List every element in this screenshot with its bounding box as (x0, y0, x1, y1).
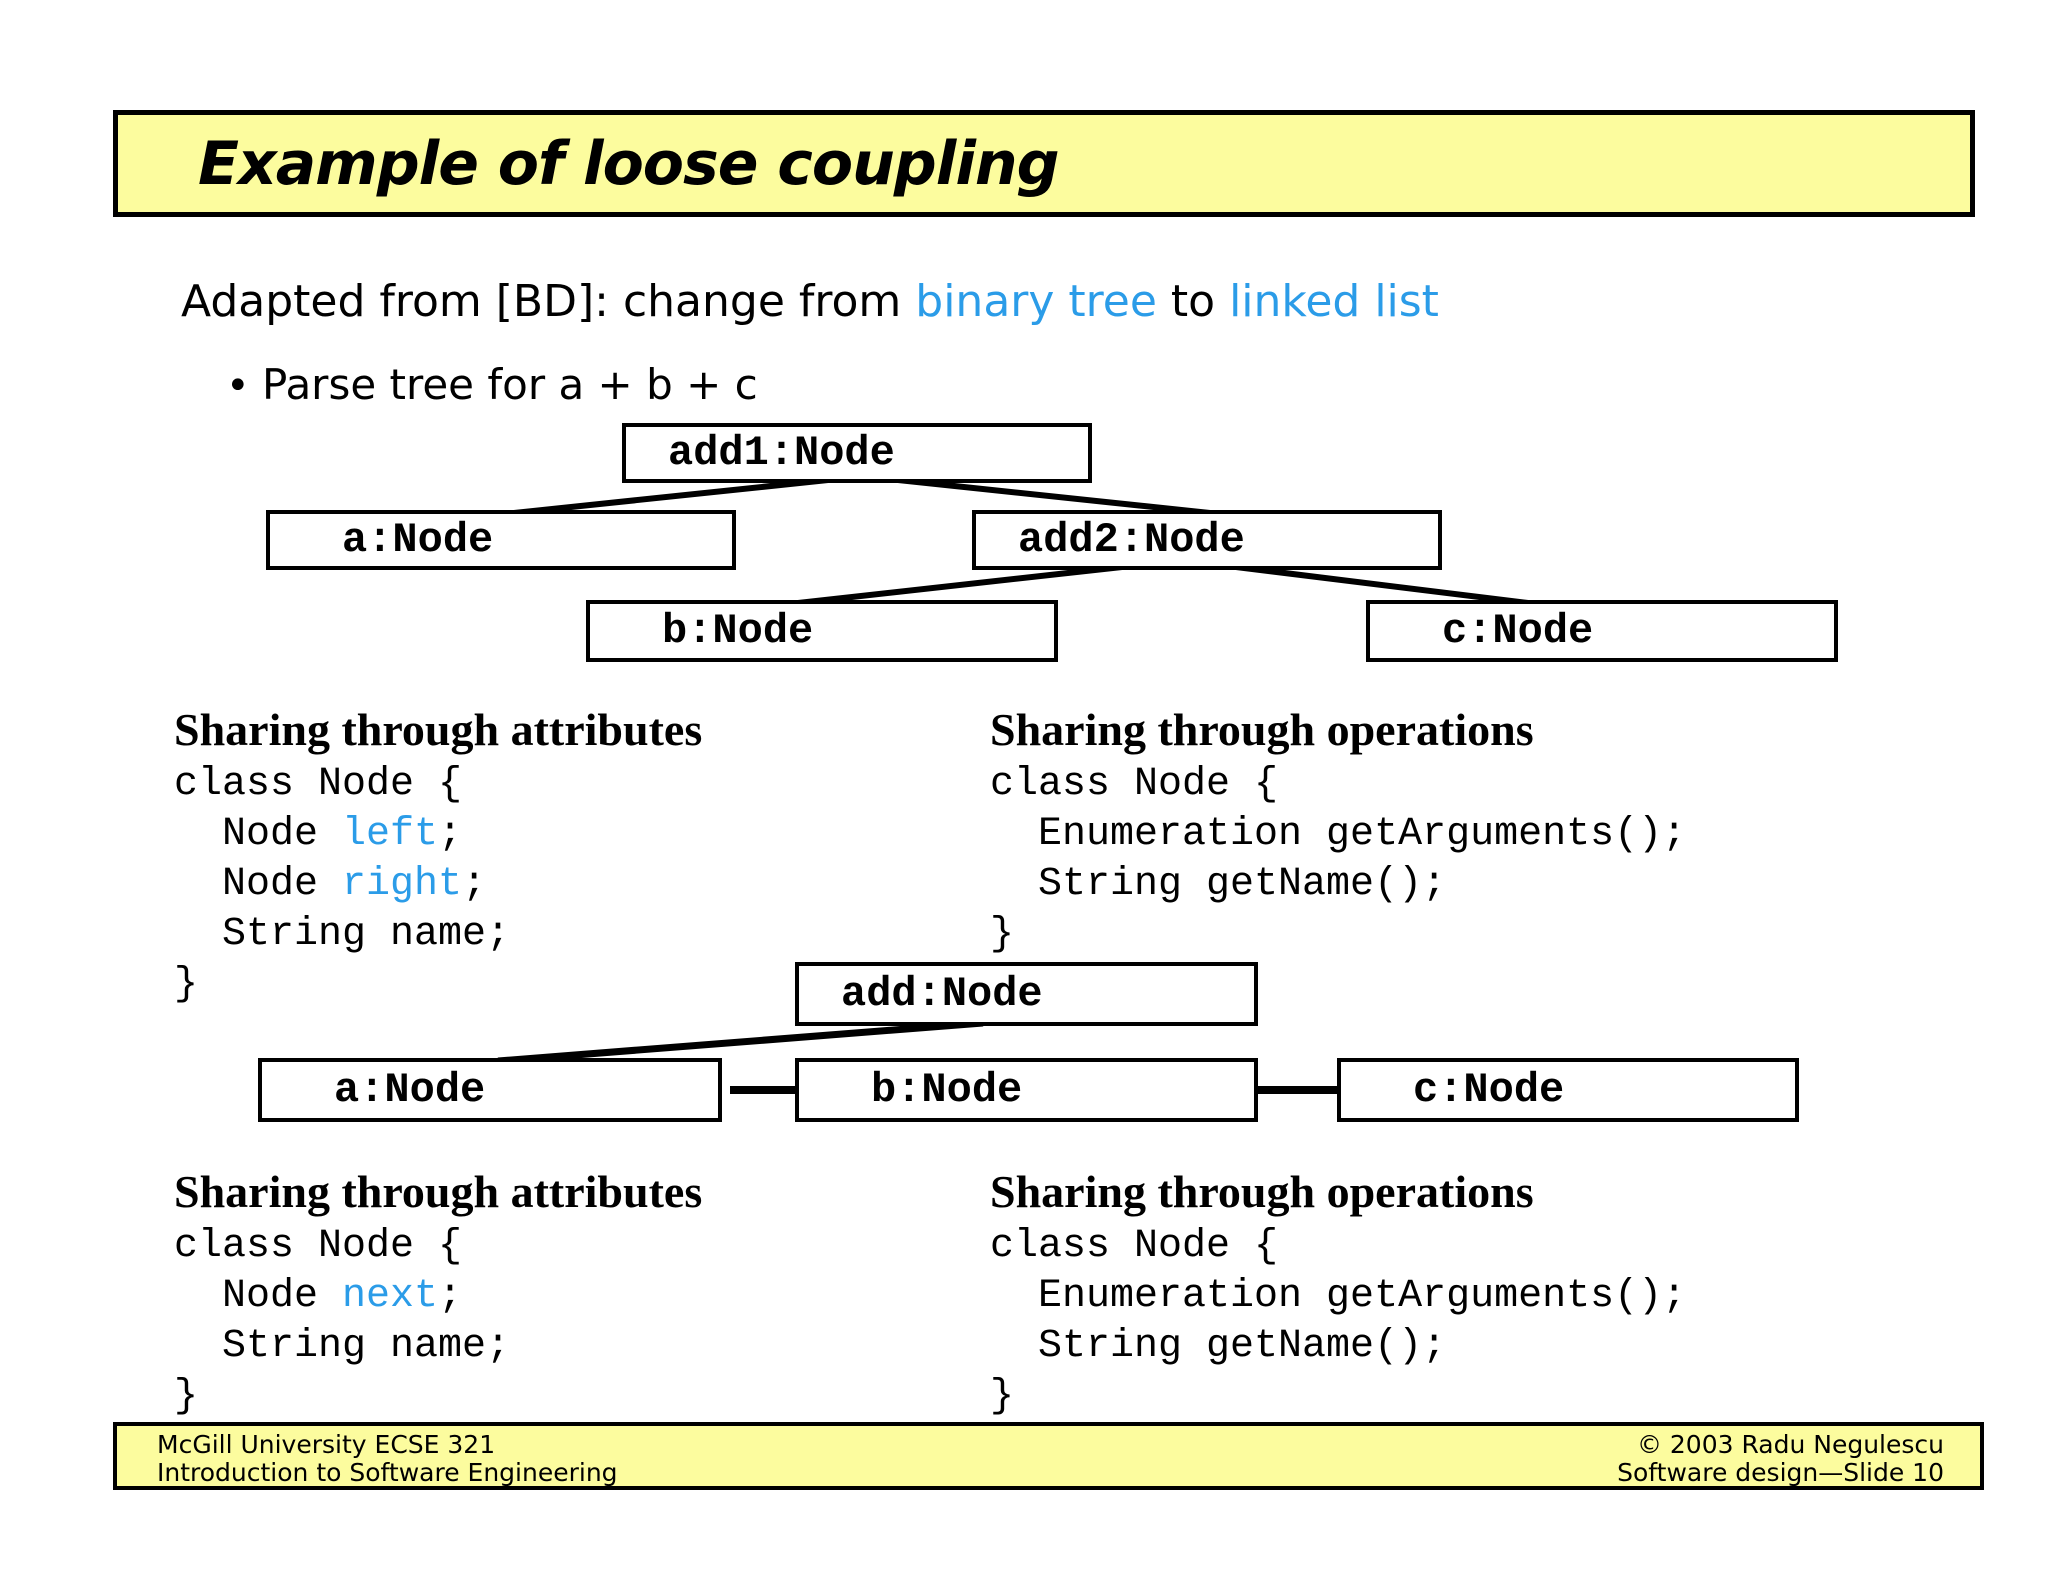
intro-text-2: to (1156, 276, 1230, 327)
intro-text-1: Adapted from [BD]: change from (181, 276, 916, 327)
section-heading: Sharing through attributes (174, 704, 703, 755)
list-node-b: b:Node (795, 1058, 1258, 1122)
tree-node-a: a:Node (266, 510, 736, 570)
intro-highlight-linked-list: linked list (1229, 276, 1439, 327)
section-heading: Sharing through operations (990, 1166, 1534, 1217)
bullet-text: Parse tree for a + b + c (262, 360, 758, 409)
code-line: String getName(); (990, 862, 1447, 907)
code-line: class Node { (990, 762, 1279, 807)
footer-slide-number: Software design—Slide 10 (1617, 1458, 1944, 1487)
code-line: String getName(); (990, 1324, 1447, 1369)
tree-node-add1: add1:Node (622, 423, 1092, 483)
bullet-line: • Parse tree for a + b + c (226, 360, 758, 409)
footer-bar: McGill University ECSE 321 Introduction … (113, 1422, 1984, 1490)
code-line: } (990, 1374, 1015, 1419)
intro-highlight-binary-tree: binary tree (915, 276, 1157, 327)
footer-course-title: Introduction to Software Engineering (157, 1458, 618, 1487)
code-line: Node right; (174, 862, 487, 907)
code-line: } (990, 912, 1015, 957)
list-node-a: a:Node (258, 1058, 722, 1122)
footer-course: McGill University ECSE 321 (157, 1430, 496, 1459)
title-bar: Example of loose coupling (113, 110, 1975, 217)
bullet-marker: • (226, 363, 250, 409)
code-line: Enumeration getArguments(); (990, 812, 1687, 857)
code-line: Node left; (174, 812, 463, 857)
code-line: class Node { (174, 1224, 463, 1269)
code-attr-right: right (342, 862, 463, 907)
code-line: class Node { (174, 762, 463, 807)
code-line: } (174, 962, 199, 1007)
section-heading: Sharing through operations (990, 704, 1534, 755)
code-line: String name; (174, 1324, 511, 1369)
intro-line: Adapted from [BD]: change from binary tr… (181, 276, 1439, 327)
code-attr-left: left (342, 812, 439, 857)
code-line: String name; (174, 912, 511, 957)
code-line: } (174, 1374, 199, 1419)
section-tree-operations: Sharing through operations class Node { … (990, 704, 1820, 960)
code-attr-next: next (342, 1274, 439, 1319)
tree-node-c: c:Node (1366, 600, 1838, 662)
section-list-operations: Sharing through operations class Node { … (990, 1166, 1820, 1422)
code-line: Enumeration getArguments(); (990, 1274, 1687, 1319)
section-tree-attributes: Sharing through attributes class Node { … (174, 704, 1004, 1010)
tree-node-add2: add2:Node (972, 510, 1442, 570)
code-line: Node next; (174, 1274, 463, 1319)
section-list-attributes: Sharing through attributes class Node { … (174, 1166, 1004, 1422)
footer-copyright: © 2003 Radu Negulescu (1636, 1430, 1944, 1459)
tree-node-b: b:Node (586, 600, 1058, 662)
footer-left: McGill University ECSE 321 Introduction … (157, 1431, 618, 1487)
section-heading: Sharing through attributes (174, 1166, 703, 1217)
list-node-add: add:Node (795, 962, 1258, 1026)
list-node-c: c:Node (1337, 1058, 1799, 1122)
footer-right: © 2003 Radu Negulescu Software design—Sl… (1617, 1431, 1944, 1487)
code-line: class Node { (990, 1224, 1279, 1269)
page-title: Example of loose coupling (198, 128, 1060, 199)
